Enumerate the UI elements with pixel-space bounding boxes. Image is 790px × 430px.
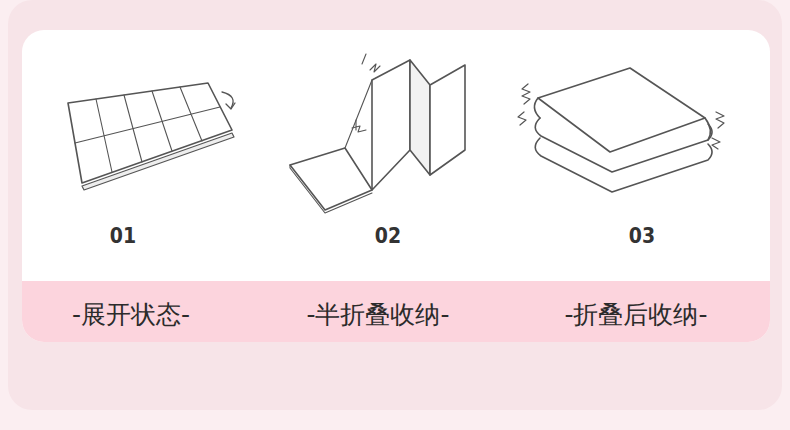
caption-band (22, 281, 770, 342)
step-caption: -展开状态- (72, 298, 190, 331)
step-number: 01 (110, 224, 136, 248)
step-caption: -折叠后收纳- (564, 298, 707, 331)
step-number: 02 (375, 224, 401, 248)
white-card (22, 30, 770, 342)
folded-mat (518, 68, 724, 192)
step-caption: -半折叠收纳- (306, 298, 449, 331)
step-number: 03 (629, 224, 655, 248)
outer-panel (8, 0, 782, 410)
unfolded-mat (68, 83, 235, 190)
half-folded-mat (290, 54, 465, 213)
